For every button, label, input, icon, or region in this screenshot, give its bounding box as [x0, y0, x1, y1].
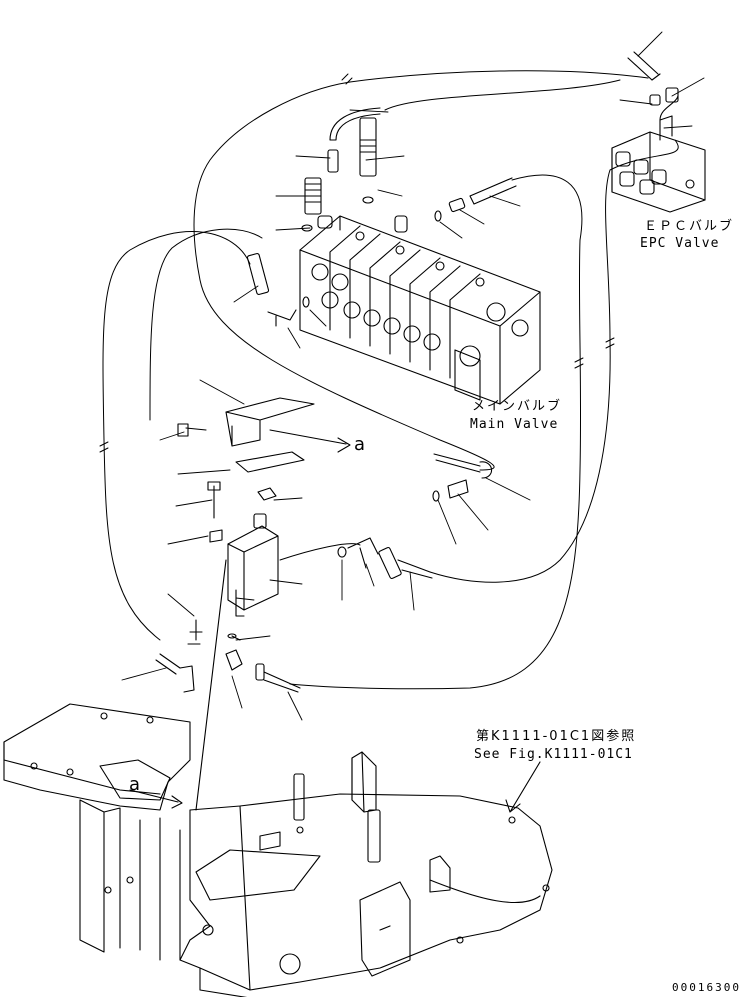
rod [195, 559, 227, 811]
epc-valve-label-jp: ＥＰＣバルブ [644, 219, 735, 234]
frame-pillar-left [79, 799, 121, 953]
leader-lines-middle [121, 379, 531, 721]
break-mark-right2 [574, 357, 584, 369]
elbow-hose-top [329, 107, 381, 141]
floor-plate-left [3, 703, 191, 811]
hose-loop-right [429, 139, 679, 583]
main-valve-label-jp: メインバルブ [472, 399, 563, 414]
hose-end-mid [433, 453, 493, 479]
ppc-body [227, 525, 279, 611]
arrow-a-upper [269, 429, 351, 453]
elbow-lower-left [155, 653, 195, 693]
main-valve-label-en: Main Valve [470, 417, 559, 432]
main-valve [299, 215, 541, 405]
bolt-upper [177, 423, 207, 437]
hose-loop-left [102, 231, 251, 641]
reference-label-en: See Fig.K1111-01C1 [474, 747, 633, 762]
bracket [225, 397, 315, 447]
leader-lines-upper [233, 31, 705, 349]
hose-inner-left [149, 228, 263, 421]
break-mark-top [341, 73, 353, 85]
epc-valve-label-en: EPC Valve [640, 236, 720, 251]
arrow-a-lower [129, 789, 183, 809]
hose-end-epc-side [469, 177, 517, 205]
break-mark-right1 [605, 337, 615, 349]
plate [235, 451, 305, 473]
frame-inner-plate [359, 881, 411, 977]
pedal-assembly [155, 397, 493, 811]
marker-a-upper: a [354, 434, 366, 455]
bolt-vertical [207, 481, 221, 519]
hose-upper-bend [384, 79, 621, 111]
hose-to-pedal [279, 543, 361, 561]
floor-frame [3, 703, 553, 997]
break-mark-left [99, 441, 109, 453]
hose-loop-upper [193, 70, 649, 471]
nut [257, 487, 277, 501]
reference-leader [505, 761, 541, 813]
epc-valve [611, 51, 706, 213]
fittings-upper [246, 107, 517, 327]
washer [209, 529, 223, 543]
reference-label-jp: 第K1111-01C1図参照 [476, 729, 637, 744]
marker-a-lower: a [129, 774, 141, 795]
hose-loop-mid [289, 174, 583, 690]
drawing-number: 00016300 [672, 981, 741, 994]
frame-base [179, 793, 553, 991]
hose-routes [99, 70, 679, 690]
elbow-pedal [347, 537, 379, 569]
